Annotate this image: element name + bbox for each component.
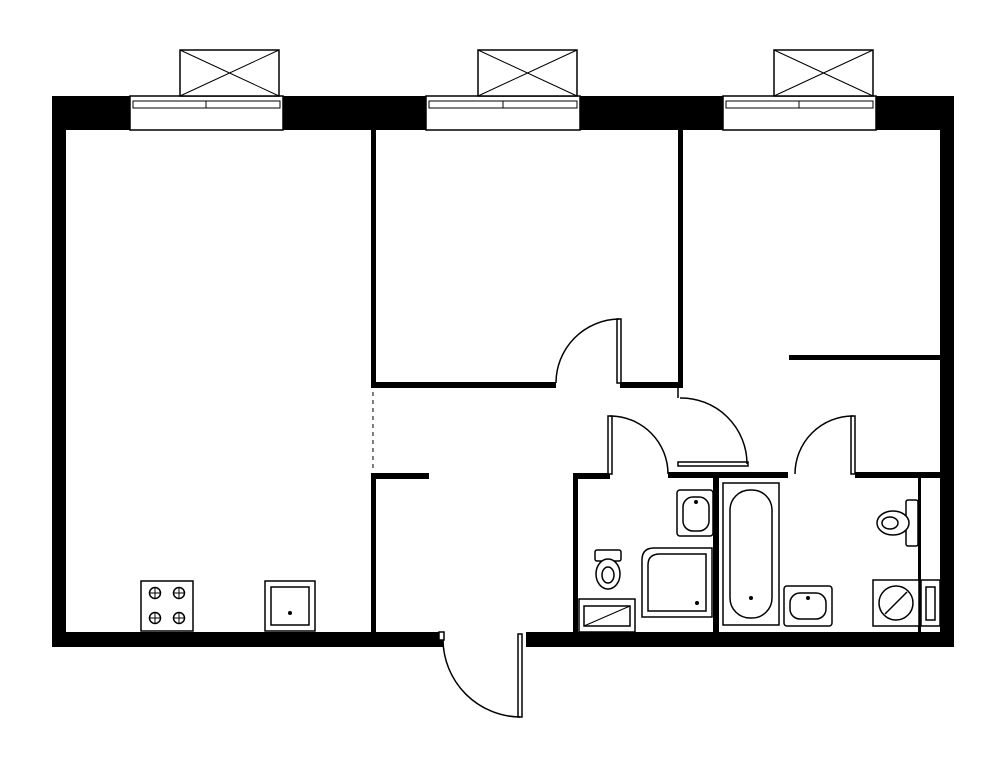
ac-unit-cross [477, 49, 578, 97]
exterior-walls [52, 96, 954, 647]
wall-left [52, 96, 66, 647]
door-leaf [517, 633, 523, 718]
wall-living-bedroom [371, 130, 376, 386]
wall-bottom-left [52, 632, 443, 647]
door-swing [679, 397, 748, 465]
door-bathroom[interactable] [794, 415, 856, 475]
shower-tray-icon [641, 547, 713, 618]
wall-right [940, 96, 954, 647]
washing-machine-icon [872, 579, 920, 627]
ac-unit-cross [773, 49, 874, 97]
door-jamb [438, 631, 445, 641]
wall-bottom-right [526, 632, 954, 647]
washbasin-icon-wc [676, 489, 714, 537]
bathtub-icon [722, 482, 780, 626]
door-bedroom-middle[interactable] [555, 318, 622, 384]
door-entrance[interactable] [438, 631, 523, 718]
wall-hall-left [371, 473, 376, 632]
wall-wc-top-b [668, 472, 788, 478]
wall-bath-laundry [918, 478, 921, 632]
wall-bedroom-bottom-a [371, 382, 556, 388]
toilet-icon-wc [594, 549, 622, 590]
door-swing [555, 318, 620, 384]
wall-wc-bath [713, 472, 719, 632]
wall-bedroom-bedroom [678, 130, 683, 388]
door-leaf [850, 415, 856, 475]
door-wc[interactable] [607, 415, 669, 475]
door-leaf [607, 415, 613, 475]
door-leaf [616, 318, 622, 384]
wall-right-bedroom-partition [789, 355, 940, 360]
washbasin-icon-bath [783, 585, 833, 627]
wall-wc-left [573, 473, 578, 632]
wall-hall-stub [371, 473, 429, 479]
door-swing [794, 415, 854, 475]
cabinet-wc [578, 598, 636, 633]
toilet-icon-bath [876, 499, 919, 547]
door-swing [442, 639, 521, 718]
door-swing [609, 415, 669, 475]
door-bedroom-right[interactable] [677, 397, 749, 467]
wall-top-mid2 [580, 96, 723, 130]
stove-icon [140, 580, 194, 632]
wall-right-bedroom-bottom [855, 472, 940, 478]
door-leaf [677, 461, 749, 467]
wall-wc-top [573, 473, 610, 479]
laundry-shelf [920, 579, 941, 627]
window-2 [425, 49, 581, 131]
window-3 [722, 49, 877, 131]
wall-bedroom-bottom-b [620, 382, 682, 388]
interior-walls [371, 130, 940, 632]
wall-top-mid1 [283, 96, 426, 130]
kitchen-sink-icon [264, 580, 316, 632]
window-1 [129, 49, 284, 131]
ac-unit-cross [179, 49, 280, 97]
